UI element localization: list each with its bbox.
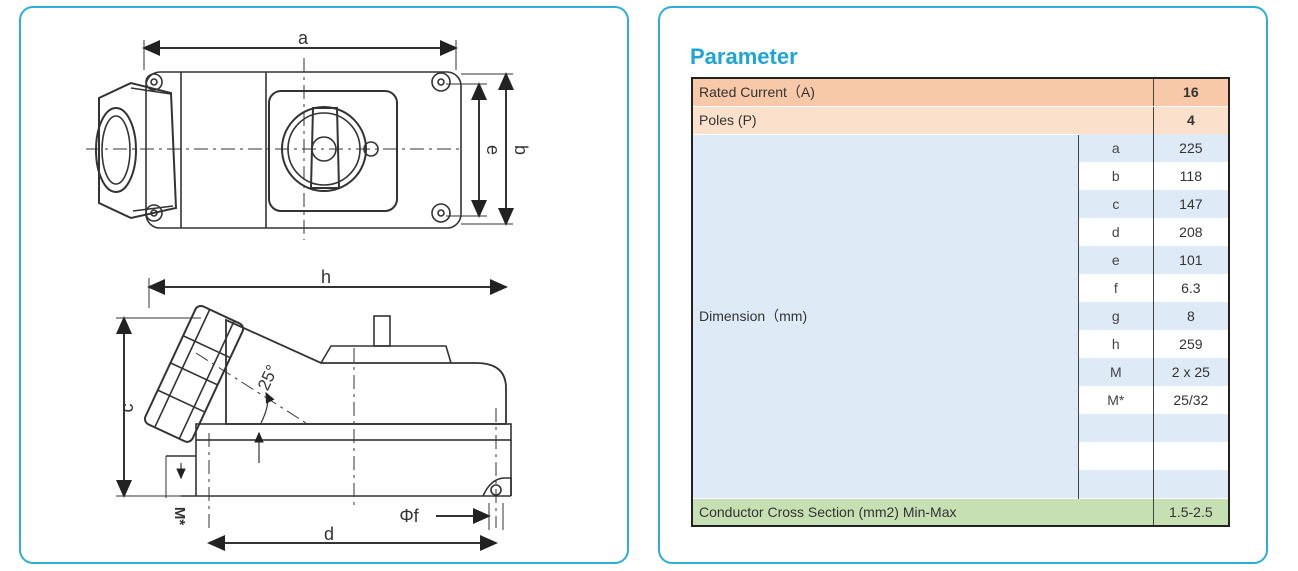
label-e: e [483,145,503,155]
dimension-value: 259 [1152,330,1229,358]
dimension-key: M* [1077,386,1154,414]
dimension-value [1152,414,1229,442]
dimension-key: c [1077,190,1154,218]
label-h: h [321,267,331,287]
dimension-key: b [1077,162,1154,190]
parameter-title: Parameter [690,44,798,69]
dimension-key: g [1077,302,1154,330]
dimension-label: Dimension（mm) [692,133,1079,498]
dimension-key [1077,470,1154,498]
top-view [86,40,514,240]
label-m-star: M* [171,507,188,525]
label-c: c [117,404,137,413]
dimension-row: M*25/32 [692,386,1229,414]
label-d: d [324,524,334,544]
dimension-value: 147 [1152,190,1229,218]
dimension-row [692,470,1229,498]
dimension-key: d [1077,218,1154,246]
rated-current-value: 16 [1152,78,1229,107]
dimension-key: a [1077,134,1154,162]
parameter-panel: Parameter Rated Current（A) 16 Poles (P) … [658,6,1268,564]
row-rated-current: Rated Current（A) 16 [692,78,1229,107]
dimension-key: f [1077,274,1154,302]
dimension-value: 2 x 25 [1152,358,1229,386]
rated-current-label: Rated Current（A) [692,78,1154,107]
dimension-key: h [1077,330,1154,358]
dimension-value [1152,470,1229,498]
drawing-panel: a e b [19,6,629,564]
dimension-value: 6.3 [1152,274,1229,302]
conductor-label: Conductor Cross Section (mm2) Min-Max [692,497,1154,526]
dimension-key: M [1077,358,1154,386]
row-poles: Poles (P) 4 [692,106,1229,134]
dimension-row [692,442,1229,470]
dimension-value: 118 [1152,162,1229,190]
dimension-key [1077,414,1154,442]
row-conductor: Conductor Cross Section (mm2) Min-Max 1.… [692,497,1229,526]
dimension-value: 101 [1152,246,1229,274]
dimension-key: e [1077,246,1154,274]
dimension-row [692,414,1229,442]
side-view [116,278,512,551]
dimension-value [1152,442,1229,470]
dimension-key [1077,442,1154,470]
label-phi-f: Φf [399,506,419,526]
dimension-value: 25/32 [1152,386,1229,414]
dimension-value: 8 [1152,302,1229,330]
technical-drawing: a e b [86,28,531,551]
poles-label: Poles (P) [692,106,1154,134]
label-angle: 25° [254,362,282,393]
dimension-value: 225 [1152,134,1229,162]
conductor-value: 1.5-2.5 [1152,497,1229,526]
dimension-value: 208 [1152,218,1229,246]
label-a: a [298,28,309,48]
label-b: b [511,145,531,155]
parameter-table: Rated Current（A) 16 Poles (P) 4 Dimensio… [691,77,1230,527]
poles-value: 4 [1152,106,1229,134]
